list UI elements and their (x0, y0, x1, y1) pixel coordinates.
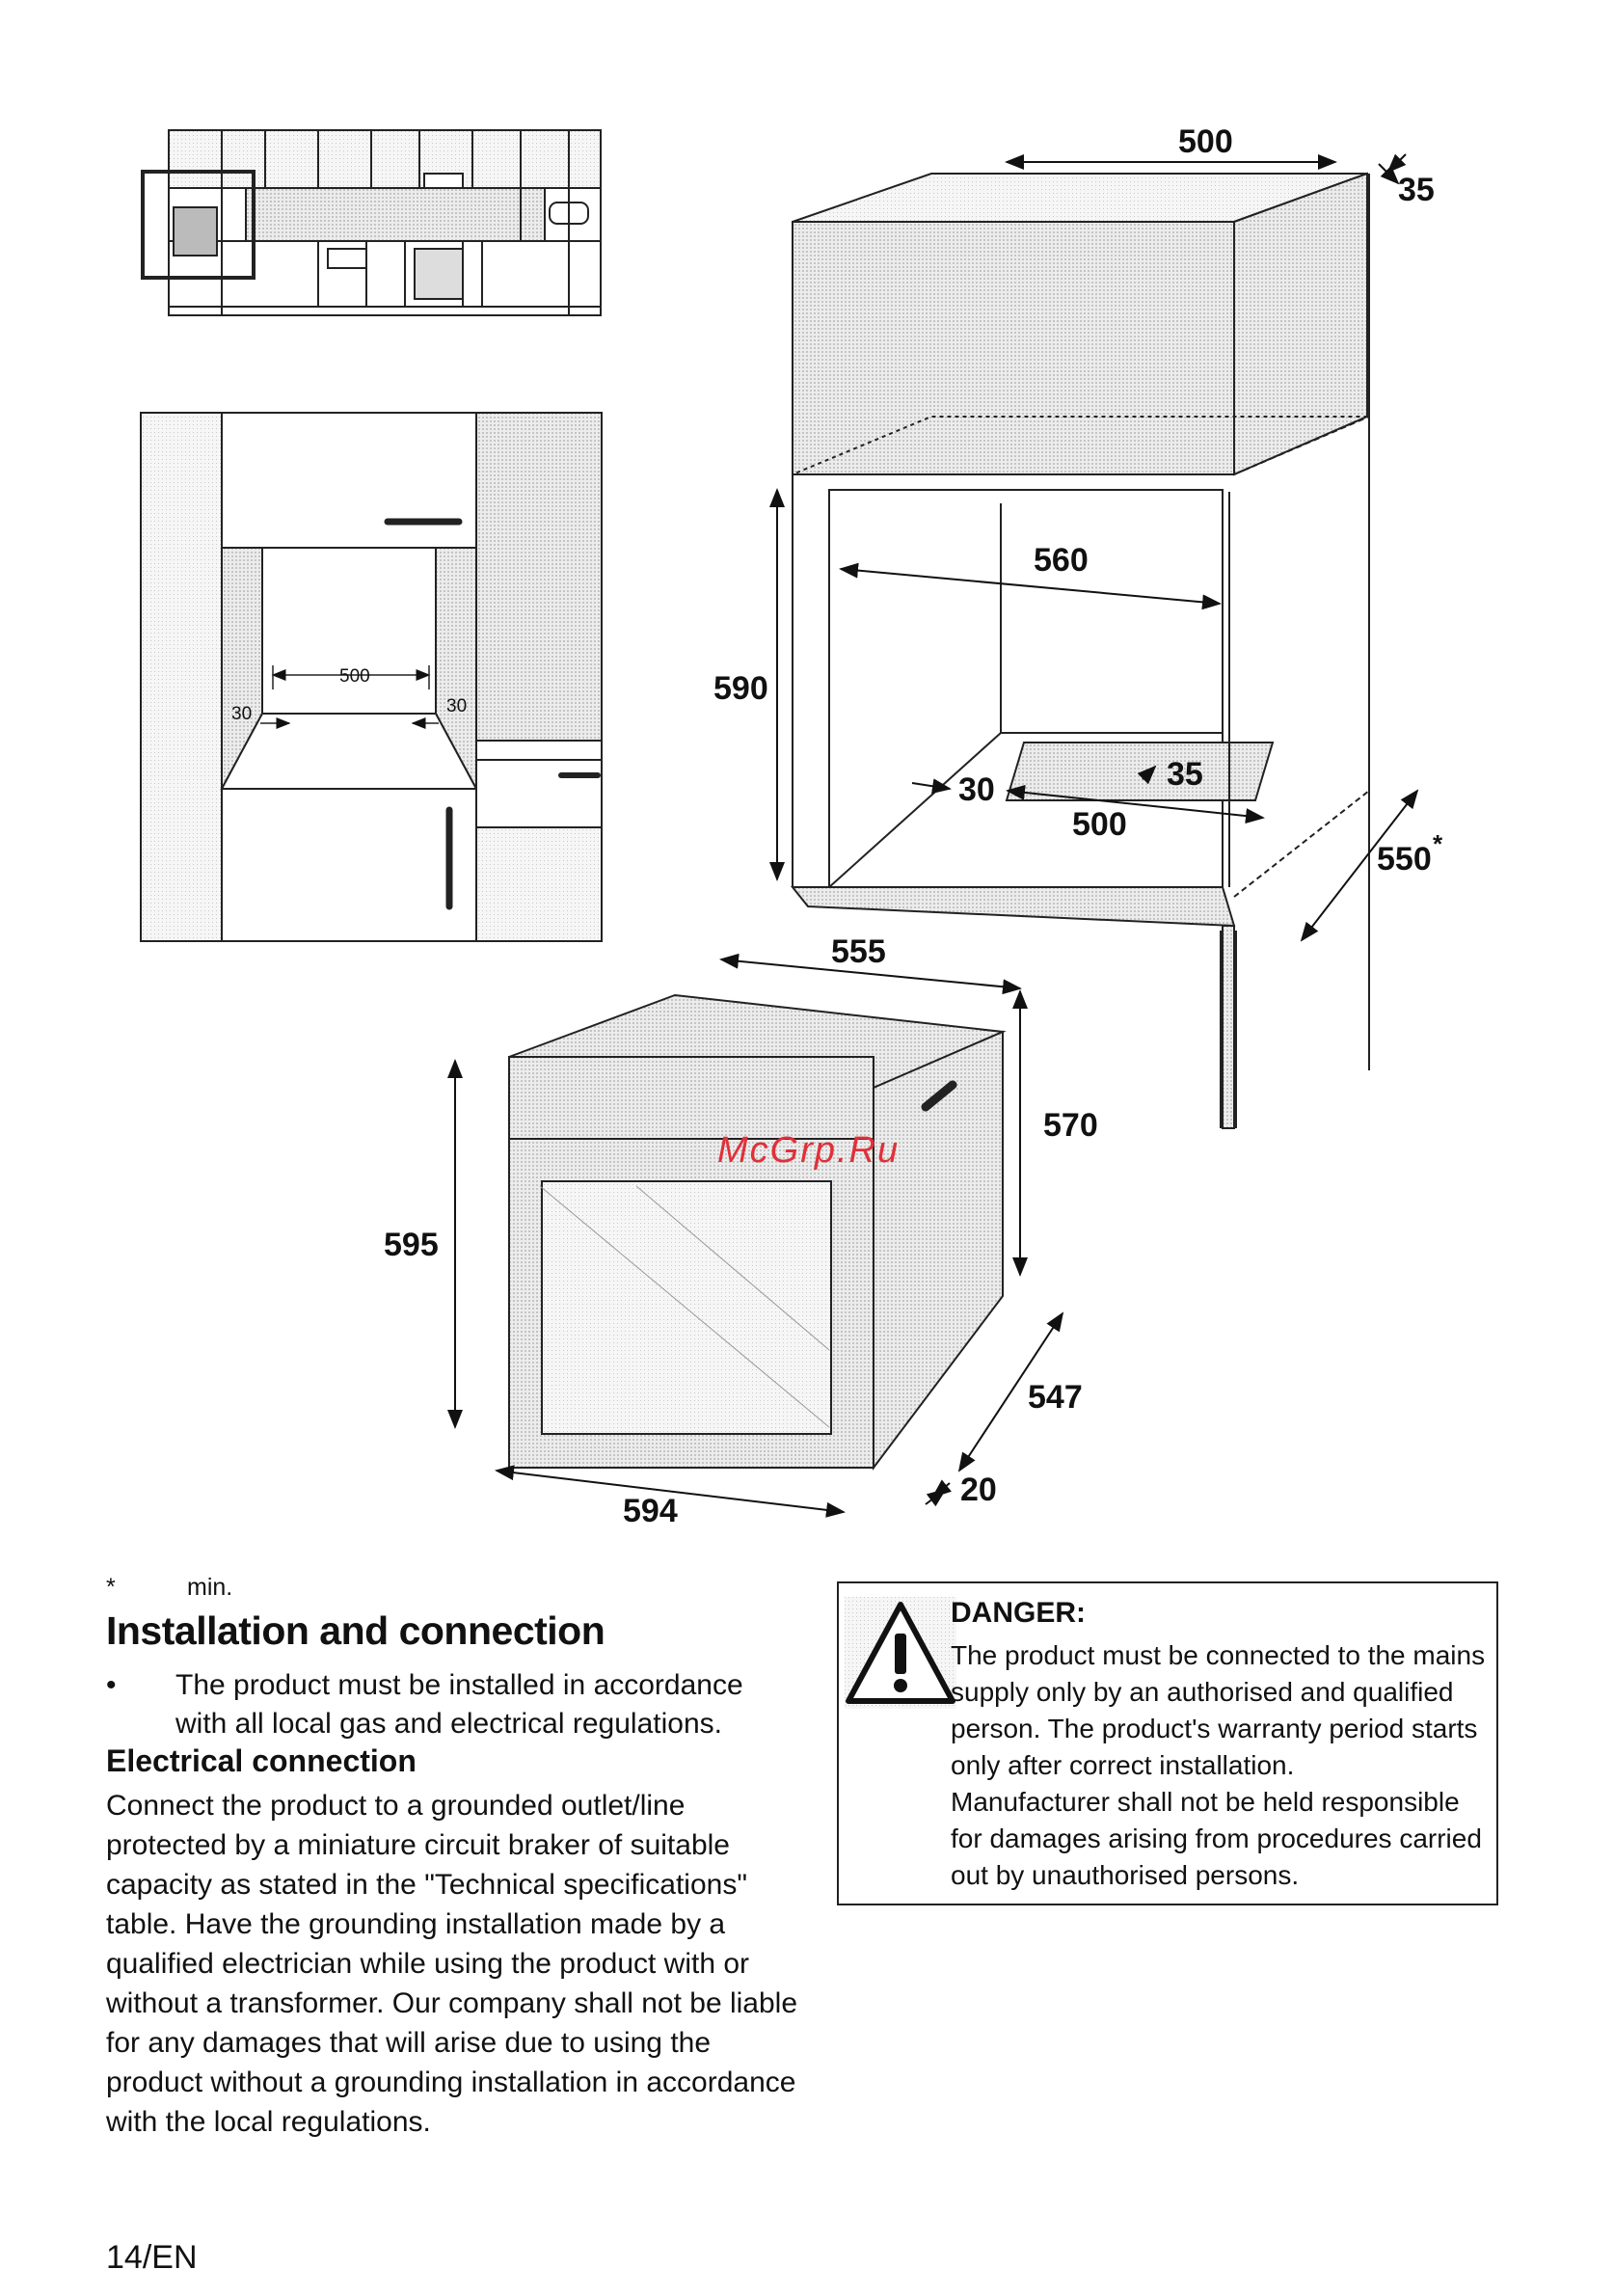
watermark: McGrp.Ru (717, 1130, 900, 1171)
danger-line-2: Manufacturer shall not be held responsib… (951, 1787, 1482, 1890)
danger-box: DANGER: The product must be connected to… (837, 1581, 1498, 1905)
footnote-text: min. (187, 1574, 233, 1601)
electrical-paragraph: Connect the product to a grounded outlet… (106, 1790, 798, 2138)
danger-line-1: The product must be connected to the mai… (951, 1640, 1486, 1780)
front-view (140, 412, 603, 942)
dim-niche-depth-top: 500 (1178, 123, 1233, 160)
bullet-text: The product must be installed in accorda… (175, 1669, 743, 1740)
dim-cabinet-offset: 35 (1398, 172, 1435, 208)
dim-oven-width: 594 (623, 1493, 678, 1529)
dim-niche-depth: 550 (1377, 841, 1432, 878)
front-width-label: 500 (339, 666, 370, 687)
dim-niche-height: 590 (713, 670, 768, 707)
warning-triangle-icon (845, 1597, 956, 1709)
section-title: Installation and connection (106, 1608, 605, 1653)
bullet-item: • The product must be installed in accor… (106, 1666, 800, 1743)
front-right-gap-label: 30 (446, 696, 467, 716)
footnote-mark: * (106, 1574, 116, 1601)
danger-title: DANGER: (951, 1597, 1086, 1629)
footnote: * min. (106, 1574, 232, 1602)
front-left-gap-label: 30 (231, 704, 252, 724)
subheading: Electrical connection (106, 1743, 417, 1778)
dim-oven-height-body: 570 (1043, 1107, 1098, 1144)
niche-dimension-lines (769, 153, 1419, 942)
dim-door-thickness: 20 (960, 1472, 997, 1508)
dim-vent-depth: 35 (1167, 756, 1203, 793)
kitchen-thumbnail (141, 129, 602, 316)
dim-gap-left: 30 (958, 771, 995, 808)
dim-niche-width: 560 (1034, 542, 1089, 579)
dim-vent-width: 500 (1072, 806, 1127, 843)
dim-niche-depth-mark: * (1433, 829, 1443, 858)
dim-oven-depth-top: 555 (831, 933, 886, 970)
bullet-dot: • (106, 1669, 117, 1701)
dim-oven-height-front: 595 (384, 1227, 439, 1263)
page-number: 14/EN (106, 2239, 198, 2276)
oven-dimension-lines (447, 953, 1064, 1518)
oven-drawing (508, 993, 1007, 1471)
danger-text: The product must be connected to the mai… (951, 1637, 1491, 1894)
installation-diagram: 500 30 30 500 35 560 590 30 35 (140, 123, 1443, 1529)
dim-oven-side-depth: 547 (1028, 1379, 1083, 1416)
niche-cabinet (790, 172, 1370, 1129)
